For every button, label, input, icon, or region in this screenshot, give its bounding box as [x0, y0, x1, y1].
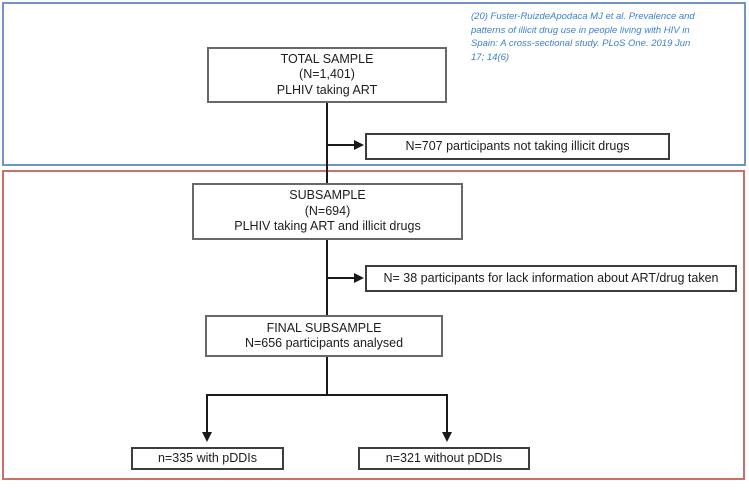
branch-line-excluded-707: [327, 144, 354, 146]
connector-split-to-with-pddis: [206, 394, 208, 432]
node-line: FINAL SUBSAMPLE: [266, 320, 382, 335]
reference-citation: (20) Fuster-RuizdeApodaca MJ et al. Prev…: [471, 10, 747, 64]
arrowhead-right-icon: [354, 273, 364, 283]
connector-final-to-split: [326, 357, 328, 396]
node-final-subsample: FINAL SUBSAMPLE N=656 participants analy…: [205, 315, 443, 357]
node-total-sample: TOTAL SAMPLE (N=1,401) PLHIV taking ART: [207, 47, 447, 103]
branch-line-excluded-38: [327, 277, 354, 279]
node-line: (N=1,401): [299, 67, 355, 82]
arrowhead-down-icon: [202, 432, 212, 442]
node-without-pddis: n=321 without pDDIs: [358, 447, 530, 470]
citation-line: patterns of illicit drug use in people l…: [471, 24, 690, 36]
node-with-pddis: n=335 with pDDIs: [131, 447, 284, 470]
split-line: [206, 394, 448, 396]
node-line: SUBSAMPLE: [289, 188, 366, 203]
node-line: n=321 without pDDIs: [385, 450, 503, 465]
node-line: TOTAL SAMPLE: [280, 51, 374, 66]
citation-line: (20) Fuster-RuizdeApodaca MJ et al. Prev…: [471, 11, 695, 22]
node-line: PLHIV taking ART: [276, 82, 378, 97]
node-line: N=707 participants not taking illicit dr…: [405, 138, 630, 153]
node-line: n=335 with pDDIs: [157, 450, 257, 465]
connector-split-to-without-pddis: [446, 394, 448, 432]
node-subsample: SUBSAMPLE (N=694) PLHIV taking ART and i…: [192, 183, 463, 240]
node-line: (N=694): [304, 203, 351, 218]
node-line: N=656 participants analysed: [244, 336, 404, 350]
citation-line: Spain: A cross-sectional study. PLoS One…: [471, 38, 691, 49]
node-excluded-lack-information: N= 38 participants for lack information …: [365, 265, 737, 292]
node-line: PLHIV taking ART and illicit drugs: [234, 219, 421, 234]
node-excluded-not-taking-drugs: N=707 participants not taking illicit dr…: [365, 133, 670, 160]
connector-total-to-subsample: [326, 103, 328, 184]
arrowhead-down-icon: [442, 432, 452, 442]
arrowhead-right-icon: [354, 140, 364, 150]
node-line: N= 38 participants for lack information …: [383, 270, 719, 285]
citation-line: 17; 14(6): [471, 51, 510, 63]
